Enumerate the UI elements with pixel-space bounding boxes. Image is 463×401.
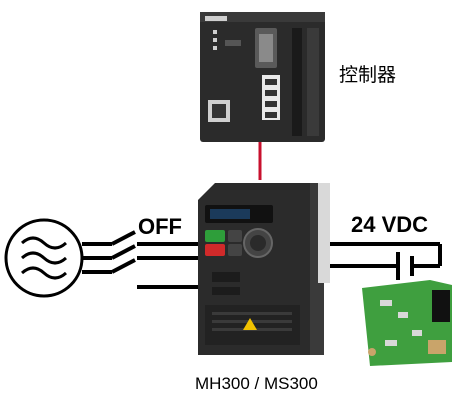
ac-source-icon [4, 218, 84, 298]
supply-voltage-label: 24 VDC [351, 212, 429, 237]
drive-model-label: MH300 / MS300 [195, 374, 318, 393]
three-phase-switch [82, 230, 205, 289]
ac-drive-image [198, 183, 330, 355]
dc-supply-wiring [330, 242, 442, 280]
controller-label: 控制器 [339, 64, 397, 86]
plc-controller-image [200, 12, 325, 142]
circuit-board-image [362, 280, 452, 366]
switch-state-label: OFF [138, 214, 182, 239]
